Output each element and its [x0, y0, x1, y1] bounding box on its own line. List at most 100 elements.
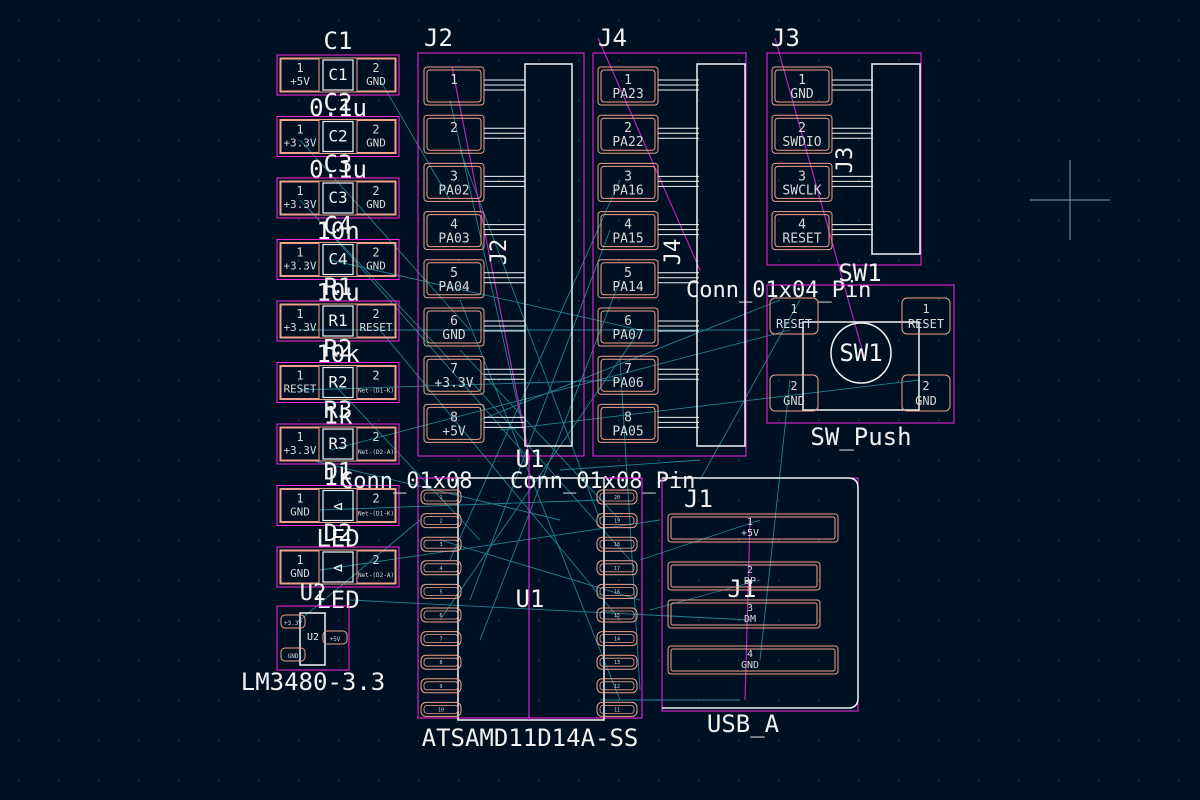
- pad: [901, 297, 951, 335]
- mcu-pin-17[interactable]: 17: [596, 560, 638, 576]
- pad-number: 9: [439, 684, 442, 690]
- pad-net-label: +3.3V: [283, 260, 316, 273]
- mcu-pin-15[interactable]: 15: [596, 607, 638, 623]
- pad[interactable]: [280, 614, 306, 629]
- pad[interactable]: [322, 630, 348, 645]
- pad-1[interactable]: [280, 550, 320, 584]
- courtyard-outline: [276, 546, 400, 588]
- pad-1[interactable]: [280, 243, 320, 276]
- connector-J3[interactable]: J3 J3 Conn_01x04_Pin 1GND2SWDIO3SWCLK4RE…: [686, 24, 922, 303]
- mcu-pin-5[interactable]: 5: [420, 583, 462, 599]
- mcu-pin-6[interactable]: 6: [420, 607, 462, 623]
- header-pin-7[interactable]: 7+3.3V: [423, 355, 525, 395]
- pad-net-label: PA03: [438, 232, 469, 247]
- mcu-pin-8[interactable]: 8: [420, 654, 462, 670]
- pad-1[interactable]: [280, 304, 320, 338]
- switch-body: [802, 321, 920, 411]
- pad-1[interactable]: [280, 181, 320, 215]
- usb-pad-2[interactable]: 2DP: [667, 561, 821, 591]
- pad-1[interactable]: [280, 120, 320, 153]
- pad-inner: [423, 539, 459, 549]
- pad-1[interactable]: [280, 427, 320, 461]
- pad-2[interactable]: [356, 550, 396, 584]
- reference-label: C4: [324, 212, 353, 240]
- pad: [667, 645, 839, 675]
- mcu-pin-19[interactable]: 19: [596, 513, 638, 529]
- reference-label: U2: [300, 581, 327, 606]
- mcu-pin-7[interactable]: 7: [420, 631, 462, 647]
- mcu-pin-14[interactable]: 14: [596, 631, 638, 647]
- header-pin-1[interactable]: 1: [423, 66, 525, 106]
- mcu-pin-1[interactable]: 1: [420, 489, 462, 505]
- connector-J4[interactable]: J4 J4 Conn_01x08_Pin 1PA232PA223PA164PA1…: [510, 24, 747, 494]
- usb-pad-1[interactable]: 1+5V: [667, 513, 839, 543]
- mcu-pin-12[interactable]: 12: [596, 678, 638, 694]
- pad-1[interactable]: [280, 366, 320, 399]
- value-label: SW_Push: [810, 423, 911, 451]
- pad-2[interactable]: [356, 427, 396, 461]
- mcu-pin-18[interactable]: 18: [596, 536, 638, 552]
- mcu-pin-9[interactable]: 9: [420, 678, 462, 694]
- mcu-pin-20[interactable]: 20: [596, 489, 638, 505]
- reference-label: D1: [324, 458, 353, 486]
- pad-2[interactable]: [356, 181, 396, 215]
- mcu-pin-2[interactable]: 2: [420, 513, 462, 529]
- pad-1[interactable]: [280, 58, 320, 92]
- mcu-pin-3[interactable]: 3: [420, 536, 462, 552]
- pad-2[interactable]: [356, 120, 396, 153]
- pad-2[interactable]: [356, 243, 396, 276]
- usb-pad-3[interactable]: 3DM: [667, 599, 821, 629]
- pad-2[interactable]: [356, 58, 396, 92]
- header-pin-8[interactable]: 8+5V: [423, 403, 525, 443]
- pad[interactable]: [280, 647, 306, 662]
- mcu-pin-10[interactable]: 10: [420, 701, 462, 717]
- regulator-U2[interactable]: +3.3V GND +5V U2 U2 LM3480-3.3: [241, 581, 386, 696]
- mcu-pin-4[interactable]: 4: [420, 560, 462, 576]
- mcu-pin-16[interactable]: 16: [596, 583, 638, 599]
- header-pin-2[interactable]: 2: [423, 114, 525, 154]
- mcu-pin-11[interactable]: 11: [596, 701, 638, 717]
- pad-1[interactable]: [280, 489, 320, 522]
- mcu-pin-13[interactable]: 13: [596, 654, 638, 670]
- pad-2[interactable]: [356, 489, 396, 522]
- pad-2[interactable]: [356, 366, 396, 399]
- pad-2[interactable]: [356, 304, 396, 338]
- pad-number: 18: [614, 542, 620, 548]
- courtyard-outline: [276, 54, 400, 96]
- pad-number: 2: [372, 430, 379, 444]
